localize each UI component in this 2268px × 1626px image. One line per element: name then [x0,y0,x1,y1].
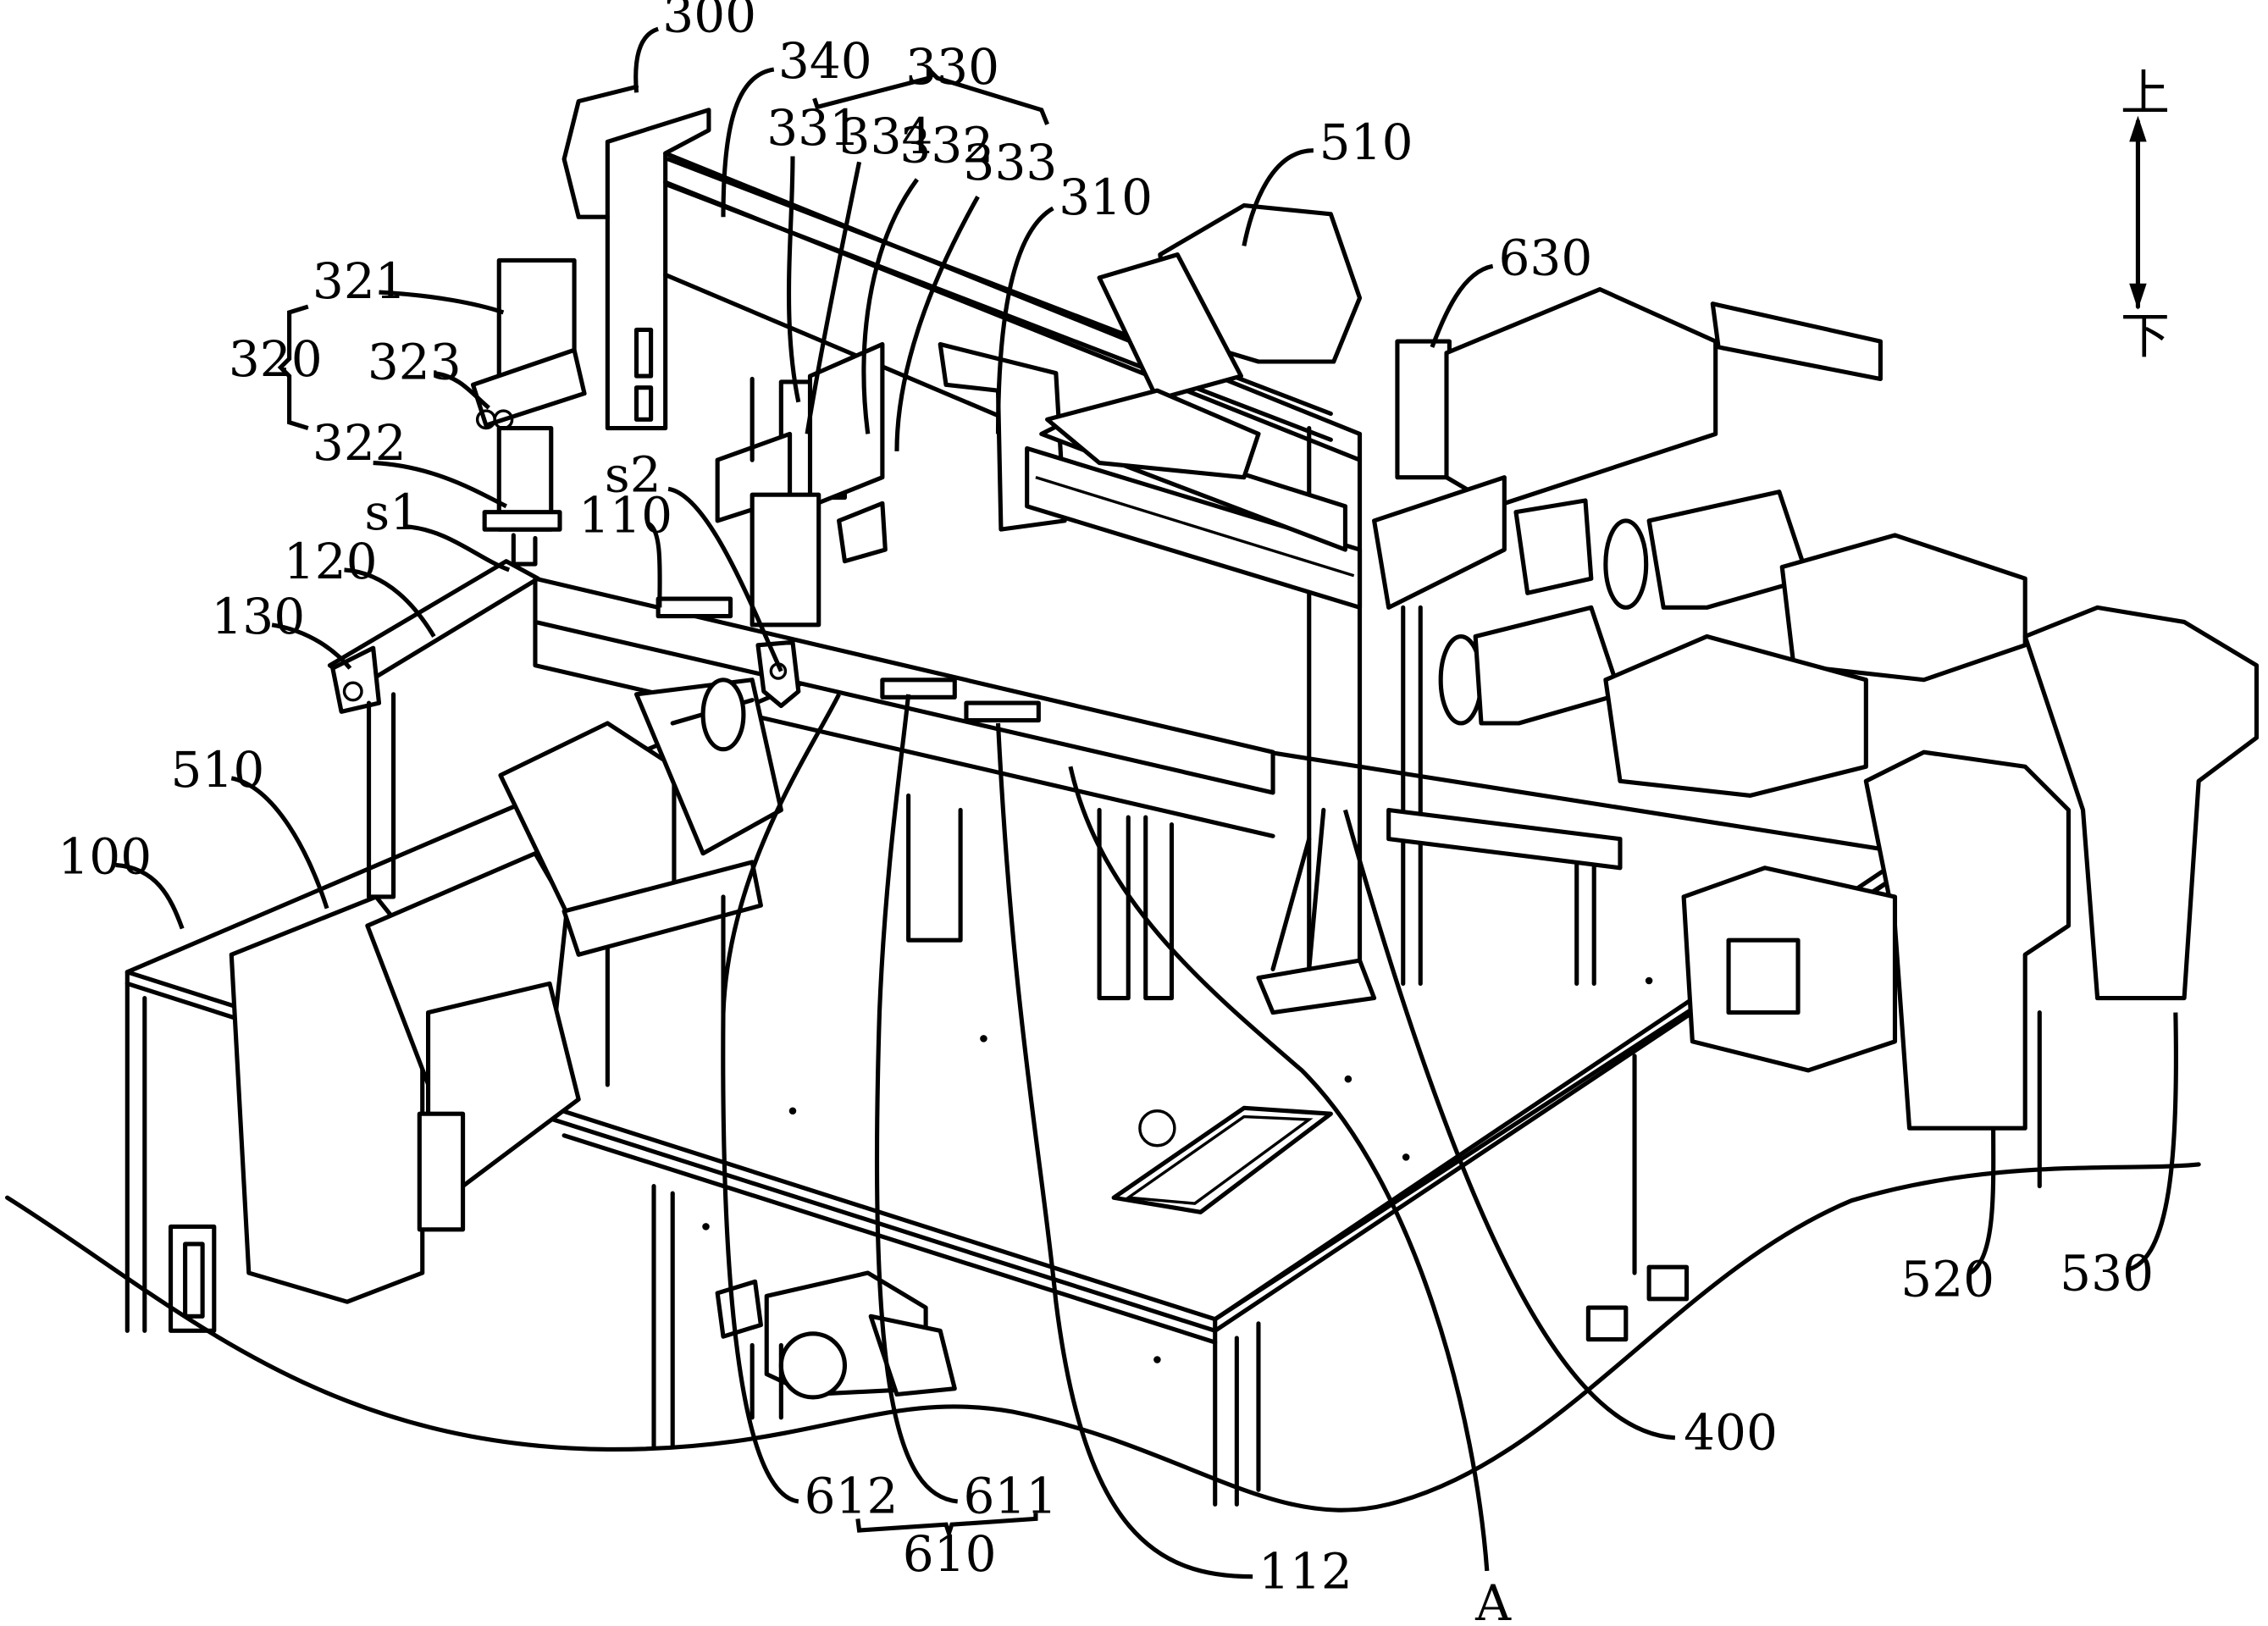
label-100: 100 [58,828,152,886]
leader-510-left [230,776,329,910]
label-610: 610 [903,1525,997,1583]
label-331: 331 [766,99,860,157]
up-label: 上 [2121,64,2170,122]
leader-323 [434,371,490,410]
leader-130 [271,622,352,670]
leader-321 [379,290,505,315]
leader-110 [646,521,662,608]
regulator-610 [715,1270,957,1420]
label-340: 340 [778,32,872,90]
label-321: 321 [313,252,407,310]
leader-300 [633,26,660,93]
leader-510-top [1242,148,1314,246]
up-arrow-icon [2129,115,2147,142]
leader-334 [805,161,862,434]
motor-510-top [1045,202,1363,480]
brace-320 [277,304,309,431]
leader-520 [1968,1128,1996,1275]
leader-310 [995,206,1054,434]
label-112: 112 [1258,1542,1353,1600]
motor-510-left [229,678,783,1304]
label-110: 110 [578,487,672,545]
label-323: 323 [368,333,462,390]
leader-322 [373,461,507,509]
label-322: 322 [313,414,407,472]
leader-612 [721,693,841,1504]
leader-332 [861,178,919,434]
leader-530 [2126,1012,2178,1273]
label-510-top: 510 [1319,113,1413,171]
brace-610 [855,1513,1038,1540]
leader-630 [1430,263,1494,348]
label-330: 330 [905,38,999,96]
label-A: A [1474,1574,1512,1626]
brace-330 [812,64,1049,125]
label-120: 120 [284,533,378,590]
leader-400 [1342,809,1676,1441]
leader-340 [721,67,775,218]
reference-labels: 300 340 330 331 334 332 333 310 510 630 … [58,0,2154,1626]
leader-120 [344,567,436,638]
leader-lines [115,26,2178,1579]
label-530: 530 [2060,1245,2154,1302]
label-s2: s2 [605,446,661,504]
label-300: 300 [662,0,756,44]
break-line [4,1162,2201,1513]
label-630: 630 [1498,230,1592,287]
label-612: 612 [805,1468,899,1525]
label-320: 320 [229,330,323,388]
label-400: 400 [1684,1403,1778,1461]
direction-indicator: 上 下 [2121,64,2170,365]
down-arrow-icon [2129,283,2147,310]
leader-s1 [405,524,511,572]
leader-333 [894,196,980,451]
label-611: 611 [964,1468,1058,1525]
right-assembly [1372,287,2260,1131]
label-s1: s1 [364,484,421,541]
leader-A [1068,766,1490,1572]
leader-331 [786,156,801,403]
leader-100 [115,862,185,930]
label-334: 334 [839,108,933,165]
label-520: 520 [1900,1250,1994,1308]
cylinder-module-320 [470,257,587,567]
label-333: 333 [964,134,1058,191]
leader-611 [874,694,958,1504]
label-332: 332 [899,116,993,174]
label-310: 310 [1059,169,1153,226]
leader-112 [995,722,1253,1579]
leader-s2 [667,486,783,672]
rail-assembly [327,559,1275,1001]
down-label: 下 [2121,307,2170,365]
label-510-left: 510 [171,741,265,799]
cylinder-block-330 [715,341,1067,628]
label-130: 130 [211,588,305,645]
